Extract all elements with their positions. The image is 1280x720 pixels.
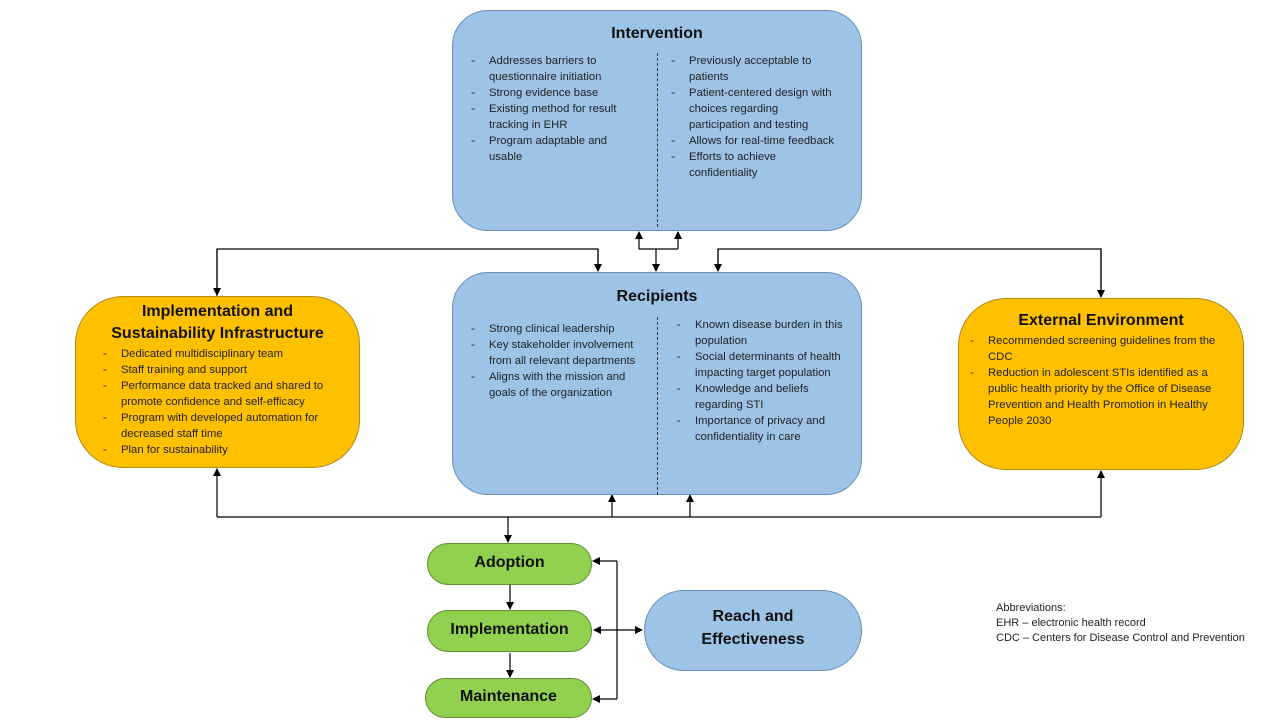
recipients-left-list: Strong clinical leadership Key stakehold… [471, 321, 639, 401]
environment-box: External Environment Recommended screeni… [958, 298, 1244, 470]
recipients-right-list: Known disease burden in this population … [677, 317, 849, 445]
intervention-box: Intervention Addresses barriers to quest… [452, 10, 862, 231]
recipients-title: Recipients [616, 288, 698, 305]
infrastructure-title-line1: Implementation and [141, 303, 294, 320]
recipients-divider [657, 317, 658, 495]
intervention-title: Intervention [611, 25, 703, 42]
list-item: Program with developed automation for de… [103, 410, 353, 442]
list-item: Program adaptable and usable [471, 133, 641, 165]
list-item: Performance data tracked and shared to p… [103, 378, 353, 410]
environment-title: External Environment [1018, 312, 1184, 329]
reach-line1: Reach and [712, 608, 794, 625]
list-item: Reduction in adolescent STIs identified … [970, 365, 1238, 429]
recipients-box: Recipients Strong clinical leadership Ke… [452, 272, 862, 495]
list-item: Staff training and support [103, 362, 353, 378]
implementation-stage: Implementation [427, 610, 592, 652]
intervention-right-list: Previously acceptable to patients Patien… [671, 53, 841, 181]
list-item: Dedicated multidisciplinary team [103, 346, 353, 362]
infrastructure-list: Dedicated multidisciplinary team Staff t… [103, 346, 353, 458]
list-item: Strong clinical leadership [471, 321, 639, 337]
maintenance-label: Maintenance [460, 688, 557, 705]
list-item: Known disease burden in this population [677, 317, 849, 349]
infrastructure-title-line2: Sustainability Infrastructure [111, 325, 324, 342]
list-item: Importance of privacy and confidentialit… [677, 413, 849, 445]
list-item: Knowledge and beliefs regarding STI [677, 381, 849, 413]
reach-effectiveness-box: Reach and Effectiveness [644, 590, 862, 671]
list-item: Plan for sustainability [103, 442, 353, 458]
environment-list: Recommended screening guidelines from th… [970, 333, 1238, 429]
list-item: Allows for real-time feedback [671, 133, 841, 149]
list-item: Previously acceptable to patients [671, 53, 841, 85]
abbreviations-note: Abbreviations: EHR – electronic health r… [996, 601, 1276, 646]
abbreviation-cdc: CDC – Centers for Disease Control and Pr… [996, 632, 1245, 644]
list-item: Aligns with the mission and goals of the… [471, 369, 639, 401]
implementation-label: Implementation [450, 621, 569, 638]
list-item: Key stakeholder involvement from all rel… [471, 337, 639, 369]
list-item: Addresses barriers to questionnaire init… [471, 53, 641, 85]
list-item: Existing method for result tracking in E… [471, 101, 641, 133]
abbreviation-ehr: EHR – electronic health record [996, 617, 1146, 629]
list-item: Patient-centered design with choices reg… [671, 85, 841, 133]
infrastructure-box: Implementation and Sustainability Infras… [75, 296, 360, 468]
reach-line2: Effectiveness [701, 631, 805, 648]
maintenance-stage: Maintenance [425, 678, 592, 718]
intervention-left-list: Addresses barriers to questionnaire init… [471, 53, 641, 165]
list-item: Efforts to achieve confidentiality [671, 149, 841, 181]
list-item: Recommended screening guidelines from th… [970, 333, 1238, 365]
list-item: Social determinants of health impacting … [677, 349, 849, 381]
list-item: Strong evidence base [471, 85, 641, 101]
adoption-stage: Adoption [427, 543, 592, 585]
abbreviations-heading: Abbreviations: [996, 602, 1066, 614]
adoption-label: Adoption [474, 554, 545, 571]
intervention-divider [657, 53, 658, 227]
